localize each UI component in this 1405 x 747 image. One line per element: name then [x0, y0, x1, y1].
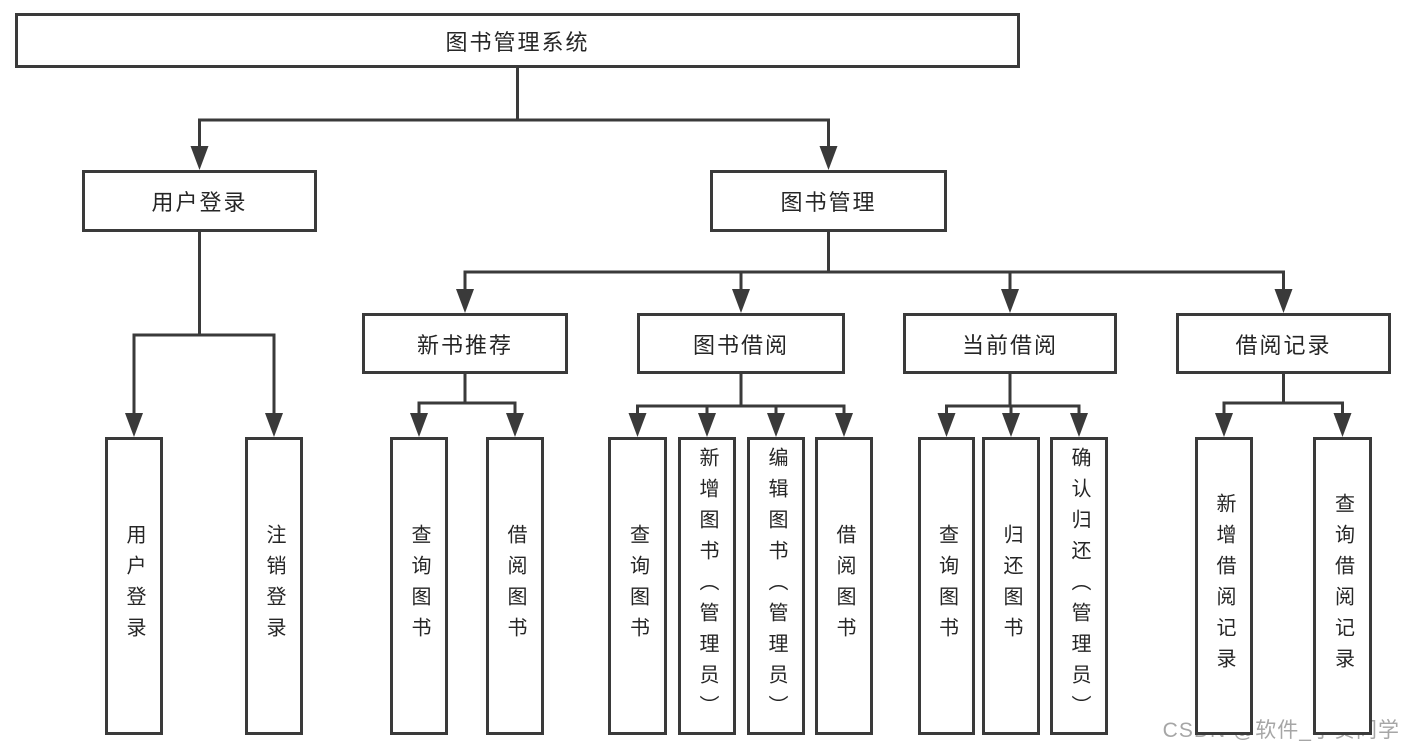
arrowhead-icon	[819, 146, 838, 170]
node-label-br-add-record: 新增借阅记录	[1213, 493, 1235, 679]
node-label-book-mgmt: 图书管理	[780, 190, 877, 215]
arrowhead-icon	[1215, 413, 1233, 437]
node-label-bb-borrow-book: 借阅图书	[833, 524, 855, 648]
arrowhead-icon	[456, 289, 474, 313]
arrowhead-icon	[698, 413, 716, 437]
arrowhead-icon	[937, 413, 956, 437]
node-label-br-query-record: 查询借阅记录	[1331, 493, 1354, 679]
node-label-cb-query-book: 查询图书	[935, 524, 958, 648]
arrowhead-icon	[1001, 289, 1019, 313]
node-leaf-login: 用户登录	[105, 437, 163, 735]
arrowhead-icon	[1070, 413, 1088, 437]
node-book-borrow: 图书借阅	[637, 313, 845, 374]
node-label-new-book-rec: 新书推荐	[416, 332, 513, 358]
arrowhead-icon	[190, 146, 209, 170]
node-label-root: 图书管理系统	[445, 29, 590, 55]
node-new-book-rec: 新书推荐	[362, 313, 568, 374]
node-rec-borrow-book: 借阅图书	[486, 437, 544, 735]
node-borrow-records: 借阅记录	[1176, 313, 1391, 374]
node-bb-query-book: 查询图书	[608, 437, 667, 735]
arrowhead-icon	[767, 413, 785, 437]
node-book-mgmt: 图书管理	[710, 170, 947, 232]
arrowhead-icon	[125, 413, 143, 437]
arrowhead-icon	[410, 413, 428, 437]
node-user-login: 用户登录	[82, 170, 317, 232]
node-leaf-logout: 注销登录	[245, 437, 303, 735]
node-label-bb-add-book: 新增图书（管理员）	[696, 446, 718, 726]
node-cb-return-book: 归还图书	[982, 437, 1040, 735]
arrowhead-icon	[1333, 413, 1352, 437]
node-label-bb-query-book: 查询图书	[626, 524, 649, 648]
node-label-book-borrow: 图书借阅	[692, 332, 789, 358]
node-rec-query-book: 查询图书	[390, 437, 448, 735]
node-bb-add-book: 新增图书（管理员）	[678, 437, 736, 735]
node-root: 图书管理系统	[15, 13, 1020, 68]
arrowhead-icon	[265, 413, 283, 437]
node-label-user-login: 用户登录	[151, 190, 248, 215]
node-cb-confirm-ret: 确认归还（管理员）	[1050, 437, 1108, 735]
node-br-add-record: 新增借阅记录	[1195, 437, 1253, 735]
node-label-bb-edit-book: 编辑图书（管理员）	[765, 446, 787, 726]
arrowhead-icon	[628, 413, 647, 437]
arrowhead-icon	[506, 413, 524, 437]
node-label-leaf-logout: 注销登录	[263, 524, 285, 648]
node-label-rec-query-book: 查询图书	[408, 524, 430, 648]
arrowhead-icon	[1002, 413, 1020, 437]
node-br-query-record: 查询借阅记录	[1313, 437, 1372, 735]
node-label-leaf-login: 用户登录	[123, 524, 145, 648]
node-label-current-borrow: 当前借阅	[961, 332, 1058, 358]
node-label-cb-return-book: 归还图书	[1000, 524, 1022, 648]
node-label-cb-confirm-ret: 确认归还（管理员）	[1068, 446, 1090, 726]
arrowhead-icon	[732, 289, 750, 313]
node-bb-edit-book: 编辑图书（管理员）	[747, 437, 805, 735]
arrowhead-icon	[1274, 289, 1293, 313]
node-label-rec-borrow-book: 借阅图书	[504, 524, 526, 648]
node-cb-query-book: 查询图书	[918, 437, 975, 735]
node-label-borrow-records: 借阅记录	[1235, 332, 1332, 358]
node-bb-borrow-book: 借阅图书	[815, 437, 873, 735]
arrowhead-icon	[835, 413, 853, 437]
node-current-borrow: 当前借阅	[903, 313, 1117, 374]
